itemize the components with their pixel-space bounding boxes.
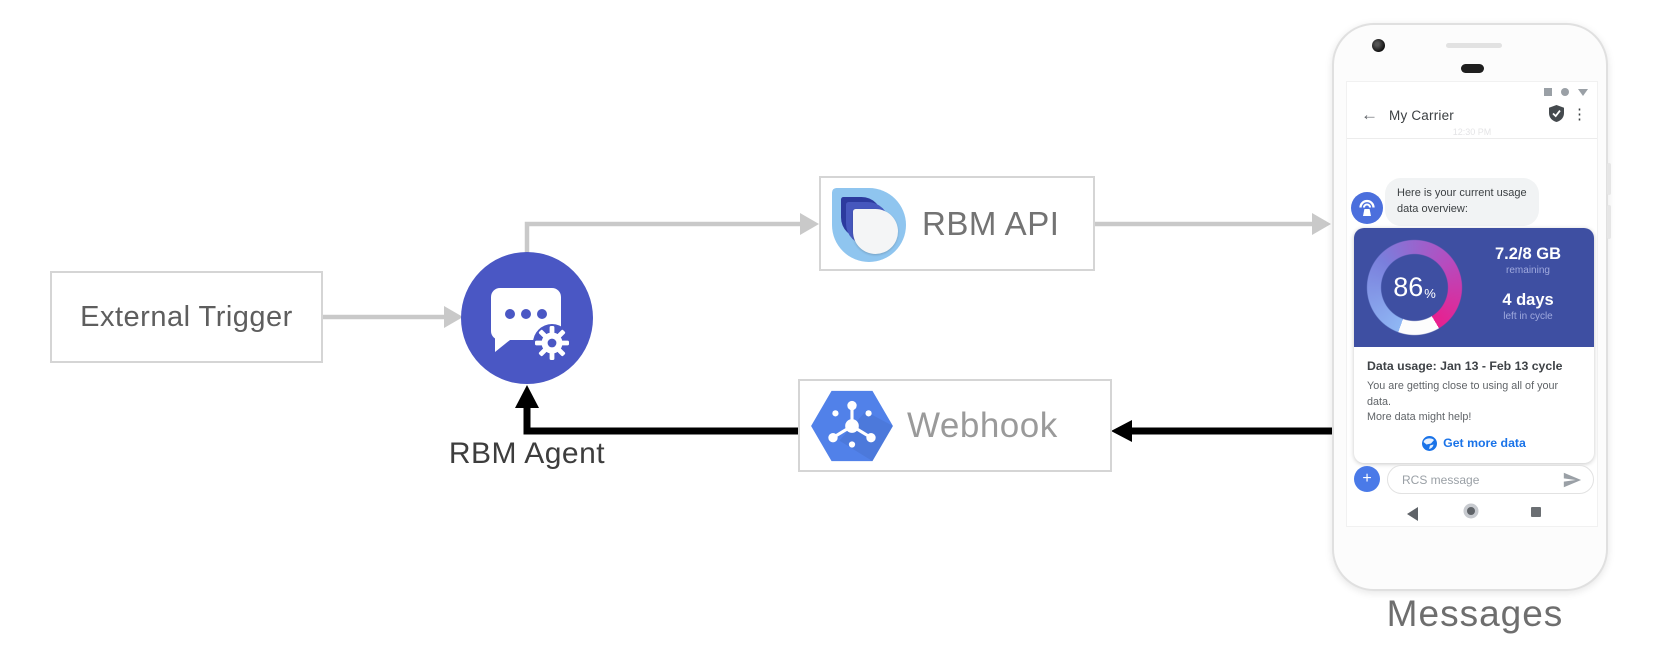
conversation-timestamp: 12:30 PM	[1452, 127, 1492, 137]
get-more-data-button[interactable]: Get more data	[1367, 435, 1581, 451]
usage-card-title: Data usage: Jan 13 - Feb 13 cycle	[1367, 359, 1563, 373]
rbm-api-label: RBM API	[922, 204, 1060, 242]
rbm-agent-label: RBM Agent	[448, 437, 606, 470]
external-trigger-box: External Trigger	[50, 271, 323, 363]
chat-bubble-line1: Here is your current usage	[1397, 187, 1527, 199]
status-triangle-icon	[1578, 88, 1588, 96]
external-trigger-label: External Trigger	[80, 300, 293, 333]
verified-shield-icon	[1549, 105, 1564, 127]
back-arrow-icon[interactable]: ←	[1361, 105, 1378, 124]
overflow-menu-icon[interactable]: ⋮	[1572, 106, 1588, 123]
send-icon[interactable]	[1562, 472, 1582, 488]
conversation-title: My Carrier	[1389, 108, 1454, 123]
usage-card-text-line1: You are getting close to using all of yo…	[1367, 380, 1559, 408]
rcs-message-placeholder: RCS message	[1402, 472, 1480, 487]
chat-bubble: Here is your current usage data overview…	[1385, 178, 1539, 226]
usage-card-text-line2: More data might help!	[1367, 411, 1472, 424]
nav-back-button[interactable]	[1407, 507, 1418, 521]
messages-caption: Messages	[1386, 593, 1564, 634]
carrier-antenna-icon	[1359, 199, 1375, 216]
chat-bubble-line2: data overview:	[1397, 202, 1468, 215]
phone-screen: ← My Carrier ⋮ 12:30 PM Here is your cur	[1346, 81, 1598, 527]
nav-recents-button[interactable]	[1531, 507, 1541, 517]
chat-bubble-gear-icon	[491, 288, 571, 362]
webhook-box: Webhook	[798, 379, 1112, 472]
status-bar	[1544, 88, 1588, 96]
usage-stats: 7.2/8 GB remaining 4 days left in cycle	[1472, 245, 1584, 322]
usage-card: 86% 7.2/8 GB remaining 4 days left in cy…	[1354, 228, 1594, 463]
front-camera-icon	[1372, 39, 1385, 52]
rbm-logo-icon	[832, 186, 908, 262]
donut-gauge-ring	[1366, 239, 1463, 336]
remaining-value: 7.2/8 GB	[1494, 245, 1562, 263]
status-circle-icon	[1561, 88, 1569, 96]
usage-card-header: 86% 7.2/8 GB remaining 4 days left in cy…	[1354, 228, 1594, 347]
power-button	[1607, 163, 1611, 195]
gauge-percent: 86%	[1393, 272, 1436, 302]
speaker-grill	[1446, 43, 1502, 48]
globe-icon	[1422, 435, 1438, 451]
cycle-days-label: left in cycle	[1503, 311, 1553, 322]
nav-home-button[interactable]	[1467, 507, 1475, 515]
usage-card-body: Data usage: Jan 13 - Feb 13 cycle You ar…	[1354, 347, 1594, 463]
earpiece	[1461, 64, 1484, 73]
webhook-label: Webhook	[907, 405, 1058, 445]
rcs-message-input[interactable]: RCS message	[1387, 465, 1594, 494]
agent-avatar	[1351, 192, 1383, 224]
remaining-label: remaining	[1506, 265, 1550, 276]
donut-gauge: 86%	[1366, 239, 1463, 336]
rbm-agent-node	[461, 252, 593, 384]
header-divider	[1347, 138, 1597, 139]
pubsub-hexagon-icon	[811, 390, 893, 461]
phone-frame: ← My Carrier ⋮ 12:30 PM Here is your cur	[1332, 23, 1611, 591]
volume-button	[1607, 205, 1611, 239]
get-more-data-label: Get more data	[1443, 436, 1526, 451]
cycle-days-value: 4 days	[1502, 291, 1554, 309]
status-square-icon	[1544, 88, 1552, 96]
attach-plus-button[interactable]: +	[1354, 466, 1380, 492]
rbm-api-box: RBM API	[819, 176, 1095, 271]
